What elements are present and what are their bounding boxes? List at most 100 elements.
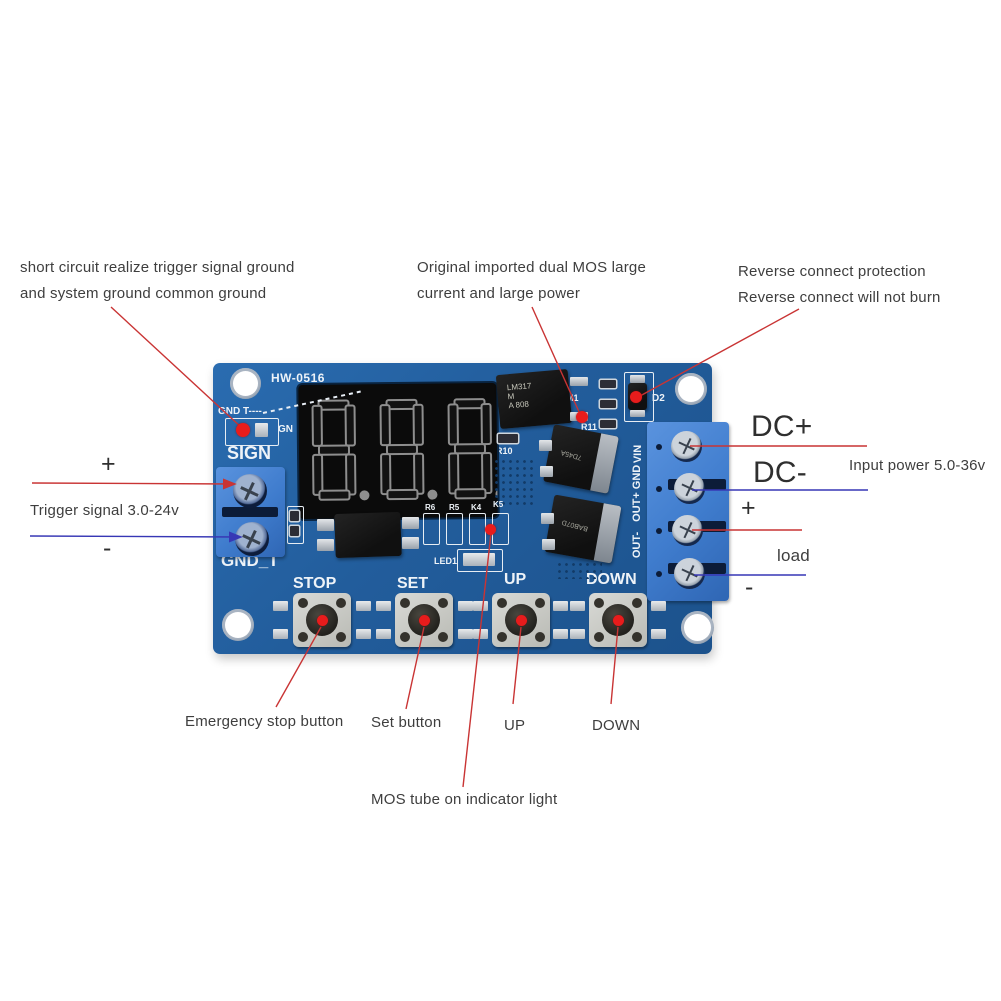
smd-pair-box (287, 506, 304, 544)
up-label: UP (504, 717, 526, 734)
button-pad (376, 629, 391, 639)
set-silkscreen: SET (397, 575, 429, 592)
trigger-ground-indicator-dot (236, 423, 250, 437)
set-button-dot (418, 614, 430, 626)
ic-pad (402, 537, 419, 549)
screw-hole-top-left (230, 368, 261, 399)
screw-hole-bottom-right (681, 611, 714, 644)
d2-label: D2 (652, 393, 665, 404)
down-button (589, 593, 647, 647)
up-button (492, 593, 550, 647)
callout-dual-mos-line2: current and large power (417, 285, 581, 302)
silkscreen-dashed-line (262, 390, 364, 414)
ic-pad (317, 519, 334, 531)
button-pad (376, 601, 391, 611)
down-button-dot (612, 614, 624, 626)
callout-reverse-line1: Reverse connect protection (738, 263, 926, 280)
button-pad (356, 629, 371, 639)
reverse-protect-dot (630, 391, 642, 403)
terminal-slot (222, 507, 278, 517)
smd-box (446, 513, 463, 545)
regulator-pin (570, 377, 588, 386)
mos-callout-dot (576, 411, 588, 423)
button-pad (473, 629, 488, 639)
gnd-t-dashed-label: GND T---- (218, 406, 262, 417)
button-pad (553, 629, 568, 639)
gn-label: GN (278, 424, 293, 435)
line-trigger-plus (31, 478, 237, 490)
stop-button (293, 593, 351, 647)
set-button-label: Set button (371, 714, 442, 731)
smd-resistor (600, 380, 616, 388)
set-button (395, 593, 453, 647)
up-silkscreen: UP (504, 571, 527, 588)
vin-terminal-screw (671, 431, 702, 462)
terminal-pin-dot (656, 486, 662, 492)
line-trigger-minus (29, 531, 243, 543)
mos-pin (542, 539, 555, 550)
lm317-marking: LM317 M A 808 (506, 381, 532, 411)
pcb-board: HW-0516 GND T---- GN SIGN GND_T STOP SET… (213, 363, 729, 654)
power-terminal-block (647, 422, 729, 601)
smd-resistor (600, 400, 616, 408)
callout-reverse-line2: Reverse connect will not burn (738, 289, 941, 306)
diode-cap (630, 375, 645, 383)
sign-label: SIGN (227, 443, 272, 463)
k4-label: K4 (471, 503, 482, 512)
mos-pin (539, 440, 552, 451)
screw-hole-top-right (675, 373, 707, 405)
emergency-stop-label: Emergency stop button (185, 713, 344, 730)
button-pad (473, 601, 488, 611)
r5-label: R5 (449, 503, 460, 512)
outplus-terminal-screw (672, 515, 703, 546)
r6-label: R6 (425, 503, 436, 512)
mos-indicator-label: MOS tube on indicator light (371, 791, 558, 808)
dc-plus-label: DC+ (751, 410, 813, 443)
screw-hole-bottom-left (222, 609, 254, 641)
load-label: load (777, 546, 810, 565)
load-plus-sign: + (741, 494, 756, 522)
input-power-label: Input power 5.0-36v (849, 457, 986, 474)
r11-label: R11 (581, 422, 598, 432)
button-pad (273, 629, 288, 639)
outminus-silkscreen: OUT- (631, 531, 643, 559)
outminus-terminal-screw (674, 558, 705, 589)
via-grid (493, 458, 535, 506)
mos2-marking: BAB07D (561, 518, 589, 532)
board-model-label: HW-0516 (271, 371, 325, 385)
smd-box (423, 513, 440, 545)
trigger-plus-sign: + (101, 450, 116, 478)
smd-resistor (290, 526, 299, 536)
terminal-pin-dot (656, 444, 662, 450)
smd-box (469, 513, 486, 545)
button-pad (458, 601, 473, 611)
mos1-marking: 7D45A (560, 448, 583, 461)
diode-cap (630, 410, 645, 417)
sign-terminal-screw (233, 474, 267, 508)
button-pad (570, 601, 585, 611)
trigger-jumper-box (225, 418, 279, 446)
mos-pin (540, 466, 553, 477)
button-pad (651, 601, 666, 611)
led1-label: LED1 (434, 556, 458, 566)
trigger-signal-label: Trigger signal 3.0-24v (30, 502, 179, 519)
gnd-terminal-screw (674, 473, 705, 504)
smd-resistor (498, 434, 518, 443)
trigger-minus-sign: - (103, 534, 112, 562)
outplus-silkscreen: OUT+ (631, 492, 643, 522)
smd-resistor (600, 420, 616, 428)
button-pad (273, 601, 288, 611)
led1-component (463, 553, 495, 566)
smd-resistor (290, 511, 299, 521)
mos-transistor-1: 7D45A (543, 424, 619, 494)
jumper-pad (255, 423, 268, 437)
down-label: DOWN (592, 717, 641, 734)
mos-transistor-2: BAB07D (544, 494, 622, 564)
button-pad (570, 629, 585, 639)
mos-tab (590, 433, 619, 494)
mos-tab (593, 503, 622, 564)
lm317-regulator-chip: LM317 M A 808 (495, 368, 573, 430)
button-pad (356, 601, 371, 611)
load-minus-sign: - (745, 573, 754, 601)
